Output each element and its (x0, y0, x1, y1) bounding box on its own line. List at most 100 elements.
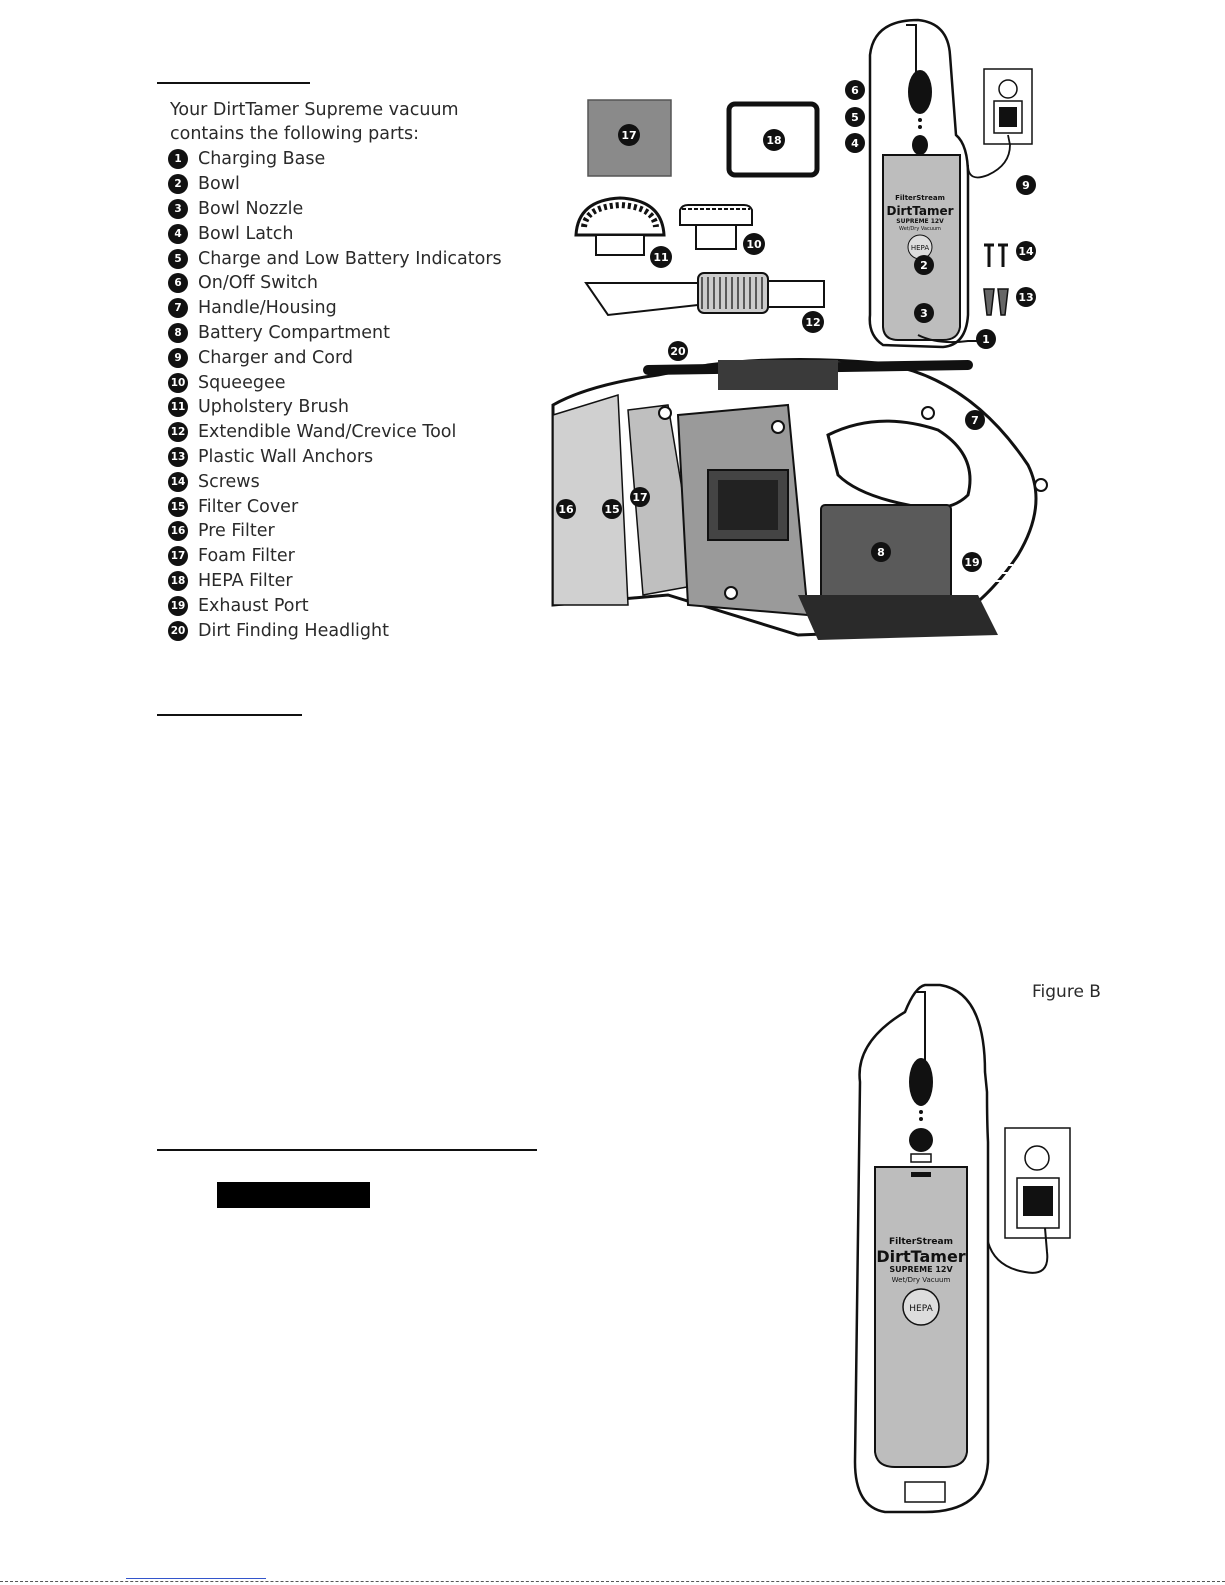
hepa-seal-label: HEPA (911, 244, 929, 252)
list-item: 7 Handle/Housing (168, 296, 502, 321)
figure-b-brand: FilterStream (889, 1237, 953, 1247)
part-label: Battery Compartment (198, 322, 390, 343)
svg-text:10: 10 (746, 238, 762, 251)
part-label: Upholstery Brush (198, 397, 349, 418)
svg-text:6: 6 (851, 84, 859, 97)
svg-text:16: 16 (558, 503, 574, 516)
part-label: Bowl Latch (198, 223, 294, 244)
svg-text:4: 4 (851, 137, 859, 150)
squeegee-illustration (679, 204, 753, 250)
svg-text:11: 11 (653, 251, 668, 264)
list-item: 2 Bowl (168, 172, 502, 197)
figure-b-model-sub: SUPREME 12V (889, 1265, 953, 1274)
part-number-badge: 18 (168, 570, 188, 591)
callout-17b: 17 (630, 487, 650, 507)
part-label: Handle/Housing (198, 298, 337, 319)
svg-text:5: 5 (851, 111, 859, 124)
part-label: HEPA Filter (198, 570, 293, 591)
svg-text:14: 14 (1018, 245, 1034, 258)
part-number-badge: 7 (168, 298, 188, 319)
svg-text:18: 18 (766, 134, 781, 147)
list-item: 4 Bowl Latch (168, 221, 502, 246)
part-label: Extendible Wand/Crevice Tool (198, 422, 457, 443)
callout-6: 6 (845, 80, 865, 100)
brand-label: FilterStream (895, 194, 945, 202)
callout-4: 4 (845, 133, 865, 153)
vacuum-cutaway-illustration (551, 357, 1048, 640)
figure-b-label: Figure B (1032, 982, 1101, 1002)
part-label: Foam Filter (198, 546, 295, 567)
list-item: 8 Battery Compartment (168, 321, 502, 346)
part-label: Charging Base (198, 149, 326, 170)
section-rule-2 (157, 714, 302, 716)
svg-text:2: 2 (920, 259, 928, 272)
part-label: Charge and Low Battery Indicators (198, 248, 502, 269)
intro-line-1: Your DirtTamer Supreme vacuum (170, 100, 459, 120)
svg-text:17: 17 (632, 491, 647, 504)
part-label: Bowl Nozzle (198, 198, 304, 219)
part-number-badge: 2 (168, 174, 188, 195)
callout-18: 18 (763, 129, 785, 151)
parts-diagram: FilterStream DirtTamer SUPREME 12V Wet/D… (551, 18, 1048, 640)
list-item: 20 Dirt Finding Headlight (168, 618, 502, 643)
callout-13: 13 (1016, 287, 1036, 307)
upholstery-brush-illustration (574, 196, 666, 256)
part-number-badge: 20 (168, 620, 188, 641)
list-item: 3 Bowl Nozzle (168, 197, 502, 222)
part-number-badge: 6 (168, 273, 188, 294)
part-number-badge: 14 (168, 471, 188, 492)
part-number-badge: 19 (168, 595, 188, 616)
callout-5: 5 (845, 107, 865, 127)
section-rule-3 (157, 1149, 537, 1151)
part-number-badge: 13 (168, 446, 188, 467)
part-number-badge: 10 (168, 372, 188, 393)
list-item: 12 Extendible Wand/Crevice Tool (168, 420, 502, 445)
callout-10: 10 (743, 233, 765, 255)
intro-line-2: contains the following parts: (170, 124, 420, 144)
part-label: On/Off Switch (198, 273, 319, 294)
redaction-bar (217, 1182, 370, 1208)
figure-b-type: Wet/Dry Vacuum (892, 1276, 951, 1284)
list-item: 18 HEPA Filter (168, 569, 502, 594)
callout-17a: 17 (618, 124, 640, 146)
svg-text:7: 7 (971, 414, 979, 427)
callout-11: 11 (650, 246, 672, 268)
svg-text:20: 20 (670, 345, 686, 358)
part-label: Dirt Finding Headlight (198, 620, 389, 641)
part-number-badge: 12 (168, 422, 188, 443)
callout-1: 1 (976, 329, 996, 349)
figure-b-model: DirtTamer (876, 1247, 965, 1266)
part-label: Pre Filter (198, 521, 275, 542)
callout-7: 7 (965, 410, 985, 430)
type-label: Wet/Dry Vacuum (899, 226, 941, 232)
list-item: 6 On/Off Switch (168, 271, 502, 296)
svg-text:12: 12 (805, 316, 820, 329)
part-number-badge: 3 (168, 198, 188, 219)
svg-text:9: 9 (1022, 179, 1030, 192)
part-label: Filter Cover (198, 496, 299, 517)
list-item: 19 Exhaust Port (168, 593, 502, 618)
svg-text:15: 15 (604, 503, 619, 516)
part-label: Exhaust Port (198, 595, 309, 616)
wall-anchors-illustration (983, 288, 1009, 316)
part-number-badge: 8 (168, 322, 188, 343)
parts-intro: Your DirtTamer Supreme vacuum contains t… (170, 98, 530, 146)
part-label: Bowl (198, 174, 240, 195)
svg-text:17: 17 (621, 129, 636, 142)
svg-text:13: 13 (1018, 291, 1033, 304)
svg-text:1: 1 (982, 333, 990, 346)
callout-3: 3 (914, 303, 934, 323)
part-number-badge: 4 (168, 223, 188, 244)
part-number-badge: 5 (168, 248, 188, 269)
vacuum-front-illustration: FilterStream DirtTamer SUPREME 12V Wet/D… (868, 18, 978, 349)
callout-14: 14 (1016, 241, 1036, 261)
list-item: 5 Charge and Low Battery Indicators (168, 246, 502, 271)
